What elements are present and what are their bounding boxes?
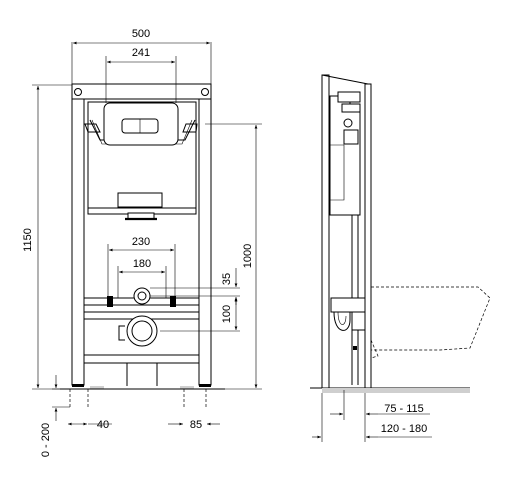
right-upright <box>198 84 212 386</box>
dim-pipe-offset: 35 <box>221 273 233 285</box>
side-view <box>310 74 491 393</box>
dim-foot-right: 85 <box>190 419 202 431</box>
dim-bolt-spacing: 180 <box>133 258 151 270</box>
dim-depth-min: 75 - 115 <box>384 403 424 415</box>
dim-width-plate: 241 <box>132 47 150 59</box>
dim-height-total: 1150 <box>22 228 34 252</box>
dim-depth-total: 120 - 180 <box>381 423 427 435</box>
finished-wall <box>364 83 372 389</box>
frame-side-upright <box>321 74 330 389</box>
side-dimensions: 75 - 115 120 - 180 <box>312 390 432 442</box>
dim-height-bracket: 1000 <box>242 244 254 268</box>
front-view <box>60 83 225 408</box>
top-crossbar <box>71 83 212 100</box>
dim-foot-adjust: 0 - 200 <box>40 423 52 457</box>
dim-foot-left: 40 <box>97 419 109 431</box>
dim-width-frame: 500 <box>132 28 150 40</box>
cistern-side <box>329 95 361 216</box>
dim-pipe-spacing: 230 <box>132 236 150 248</box>
left-upright <box>71 84 85 386</box>
wc-bowl-outline <box>371 286 491 351</box>
dim-pipe-drop: 100 <box>221 305 233 323</box>
front-dimensions: 500 241 1150 1000 230 180 35 <box>22 28 262 457</box>
